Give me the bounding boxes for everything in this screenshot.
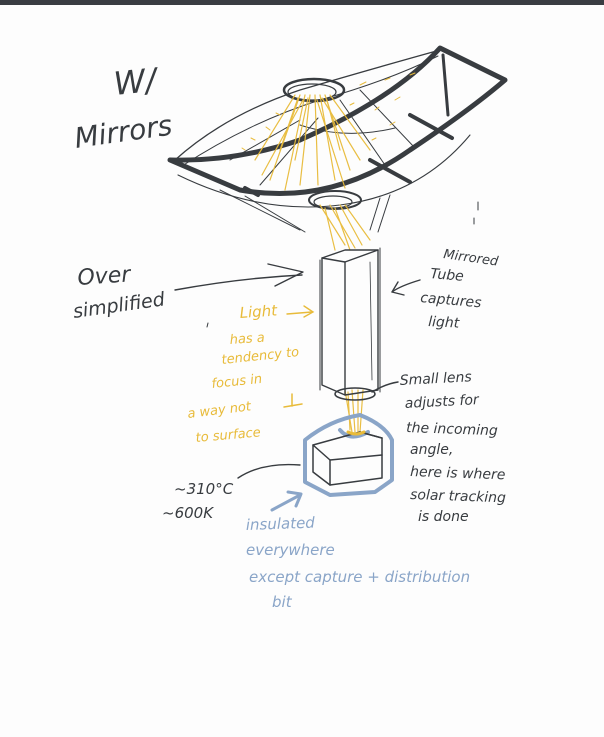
lens-line-2: adjusts for [404, 392, 480, 412]
tube-line-1: Mirrored [442, 247, 499, 270]
insulation-arrow [272, 492, 301, 510]
tube-line-3: captures [420, 290, 482, 311]
light-line-1: Light [239, 301, 279, 322]
collector-ring [309, 191, 361, 209]
light-line-6: to surface [195, 425, 261, 446]
lens-line-6: solar tracking [410, 487, 506, 506]
insulation-line-1: insulated [246, 514, 316, 534]
tube-line-4: light [428, 314, 460, 332]
tube-line-2: Tube [430, 266, 465, 285]
receiver-box [313, 432, 382, 485]
mirrored-tube [320, 248, 380, 395]
light-rays [255, 95, 370, 432]
light-line-5: a way not [187, 399, 253, 422]
light-line-4: focus in [211, 372, 263, 392]
light-arrow [287, 306, 313, 317]
lens-line-7: is done [418, 509, 469, 525]
perpendicular-symbol [284, 394, 302, 407]
insulation-line-3: except capture + distribution [249, 568, 470, 586]
lens-line-5: here is where [410, 464, 506, 483]
light-line-2: has a [229, 331, 265, 348]
insulation-line-2: everywhere [246, 541, 335, 559]
lens-arrow [372, 382, 398, 392]
insulation-annotations: insulated everywhere except capture + di… [246, 514, 471, 611]
temperature-leader [238, 465, 300, 478]
light-annotations: Light has a tendency to focus in a way n… [187, 301, 300, 446]
light-line-3: tendency to [221, 345, 300, 368]
over-simplified-arrow-head [268, 264, 303, 286]
focal-point [348, 432, 364, 434]
lens-line-4: angle, [410, 442, 453, 458]
title-line-1: W/ [112, 60, 161, 103]
over-line-1: Over [77, 262, 133, 291]
over-line-2: simplified [72, 288, 167, 323]
lens-line-1: Small lens [399, 369, 472, 389]
annotation-arrows [175, 264, 420, 478]
solar-concentrator-sketch: W/ Mirrors Over simplified Mirrored Tube… [0, 5, 604, 737]
temperature-kelvin: ~600K [162, 504, 214, 522]
title-line-2: Mirrors [72, 109, 174, 155]
temperature-celsius: ~310°C [174, 480, 234, 498]
lens-line-3: the incoming [406, 420, 498, 439]
insulation-line-4: bit [272, 593, 293, 611]
sketch-canvas: W/ Mirrors Over simplified Mirrored Tube… [0, 5, 604, 737]
